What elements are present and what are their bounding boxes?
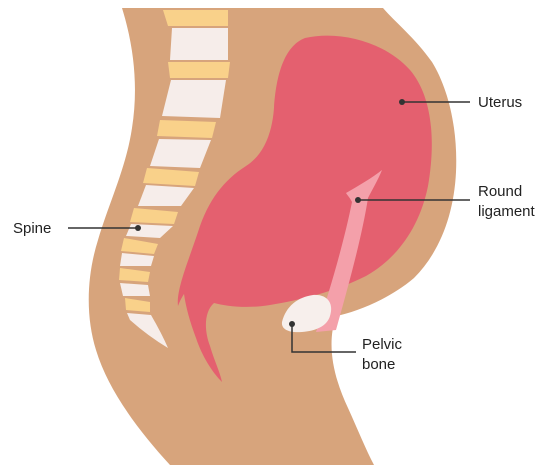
spine-label: Spine: [13, 220, 51, 237]
pelvic-bone-label-line1: Pelvic: [362, 336, 403, 353]
pelvic-bone-dot: [289, 321, 295, 327]
uterus-dot: [399, 99, 405, 105]
round-ligament-label-line2: ligament: [478, 203, 536, 220]
uterus-label: Uterus: [478, 94, 522, 111]
round-ligament-label-line1: Round: [478, 183, 522, 200]
round-ligament-dot: [355, 197, 361, 203]
pelvic-bone-label-line2: bone: [362, 356, 395, 373]
spine-dot: [135, 225, 141, 231]
